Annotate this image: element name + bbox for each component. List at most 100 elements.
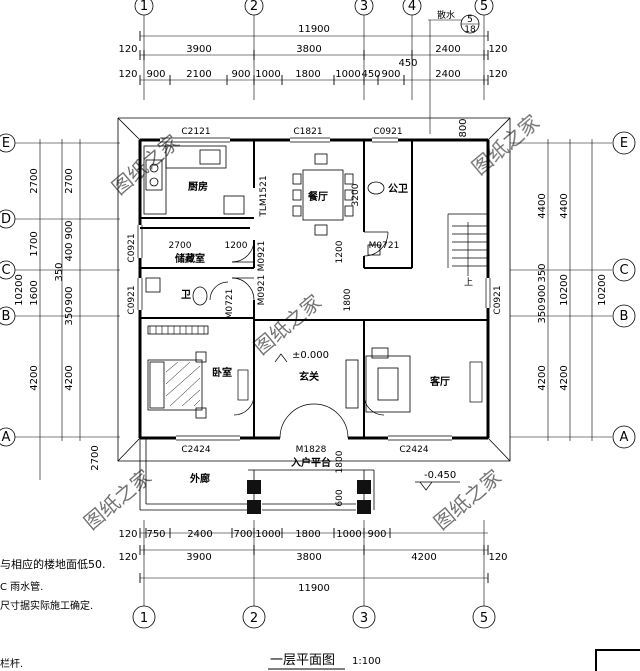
room-foyer: 玄关 xyxy=(299,370,319,383)
axis-label-c-right: C xyxy=(619,263,628,278)
code-window: C1821 xyxy=(293,127,322,137)
room-public-toilet: 公卫 xyxy=(388,183,408,195)
axis-label-5-bottom: 5 xyxy=(480,611,488,626)
code-window: C0921 xyxy=(127,285,137,314)
room-veranda: 外廊 xyxy=(189,472,210,485)
dim-right: 350 xyxy=(537,263,548,282)
axis-label-4-top: 4 xyxy=(408,0,416,14)
dim-misc: 1800 xyxy=(335,450,345,473)
dim-top1: 120 xyxy=(488,44,507,55)
dim-bottom1: 2400 xyxy=(187,529,212,540)
elevation-outdoor: -0.450 xyxy=(424,470,456,481)
dim-left: 1600 xyxy=(29,280,40,305)
axis-label-c-left: C xyxy=(1,263,10,278)
room-entrance-platform: 入户平台 xyxy=(291,456,331,469)
eave-outline xyxy=(117,117,511,462)
axis-label-b-right: B xyxy=(620,309,629,324)
code-door: M0721 xyxy=(225,289,235,320)
room-living: 客厅 xyxy=(429,375,450,388)
dim-top2: 900 xyxy=(146,69,165,80)
dim-bottom1: 120 xyxy=(118,529,137,540)
dim-right: 4400 xyxy=(537,193,548,218)
axis-label-3-top: 3 xyxy=(360,0,368,14)
axis-label-e-left: E xyxy=(2,136,10,151)
axis-label-1-top: 1 xyxy=(140,0,148,14)
dim-top1: 2400 xyxy=(435,44,460,55)
detail-num: 5 xyxy=(467,15,473,25)
dim-bottom1: 1000 xyxy=(336,529,361,540)
note-line: C 雨水管. xyxy=(0,580,43,593)
code-window: C0921 xyxy=(373,127,402,137)
room-kitchen: 厨房 xyxy=(188,180,208,193)
dim-left: 350 xyxy=(64,306,75,325)
drawing-scale: 1:100 xyxy=(352,656,381,667)
dim-top2: 2100 xyxy=(186,69,211,80)
code-door: M0921 xyxy=(257,275,267,306)
dim-bottom2: 4200 xyxy=(411,552,436,563)
elevation-marker xyxy=(274,353,460,491)
note-line: 与相应的楼地面低50. xyxy=(0,557,106,571)
dim-misc: 1800 xyxy=(343,288,353,311)
dim-top2: 1000 xyxy=(255,69,280,80)
watermark: 图纸之家 xyxy=(79,465,156,535)
dim-left: 2700 xyxy=(29,168,40,193)
dim-bottom1: 1000 xyxy=(255,529,280,540)
dim-right: 900 xyxy=(537,284,548,303)
code-window: C2424 xyxy=(181,445,210,455)
dim-top1: 3900 xyxy=(186,44,211,55)
dim-top1: 120 xyxy=(118,44,137,55)
detail-callout: 散水 5 18 xyxy=(428,9,480,134)
code-door: M0921 xyxy=(257,241,267,272)
dim-bottom1: 750 xyxy=(146,529,165,540)
dim-misc: 2700 xyxy=(169,241,192,251)
detail-label: 散水 xyxy=(437,9,455,21)
interior-walls xyxy=(140,140,488,438)
axis-label-2-bottom: 2 xyxy=(250,611,258,626)
dim-left: 900 xyxy=(64,220,75,239)
stair-up-label: 上 xyxy=(464,277,473,288)
dim-misc: 1200 xyxy=(225,241,248,251)
dim-top2: 120 xyxy=(488,69,507,80)
axis-label-2-top: 2 xyxy=(250,0,258,14)
dim-overall-top: 11900 xyxy=(298,24,330,35)
detail-sheet: 18 xyxy=(464,25,476,35)
dim-left: 400 xyxy=(64,242,75,261)
axis-label-e-right: E xyxy=(620,136,628,151)
dim-right-800: 800 xyxy=(458,118,469,137)
dim-overall-bottom: 11900 xyxy=(298,583,330,594)
room-bedroom: 卧室 xyxy=(212,366,232,379)
staircase xyxy=(447,213,488,276)
sofa xyxy=(345,347,411,413)
code-door: TLM1521 xyxy=(259,175,269,217)
axis-label-b-left: B xyxy=(2,309,11,324)
windows xyxy=(137,137,491,441)
code-door: M0721 xyxy=(369,241,400,251)
note-line: 栏杆. xyxy=(0,657,23,670)
dim-bottom2: 3900 xyxy=(186,552,211,563)
dim-right: 4200 xyxy=(559,365,570,390)
dim-top2: 900 xyxy=(231,69,250,80)
room-dining: 餐厅 xyxy=(307,190,328,203)
dim-right: 10200 xyxy=(559,274,570,306)
dim-bottom1: 900 xyxy=(367,529,386,540)
axis-label-d-left: D xyxy=(1,212,11,227)
watermark: 图纸之家 xyxy=(467,110,544,180)
dim-right: 4200 xyxy=(537,365,548,390)
storage-shelves xyxy=(149,326,205,334)
axis-label-a-left: A xyxy=(2,430,11,445)
code-window: C0921 xyxy=(493,285,503,314)
dim-top-450: 450 xyxy=(398,58,417,69)
dim-top1: 3800 xyxy=(296,44,321,55)
dim-misc: 1200 xyxy=(335,240,345,263)
bed-hatch xyxy=(165,361,201,407)
note-line: 尺寸据实际施工确定. xyxy=(0,599,93,612)
dim-bottom1: 1800 xyxy=(295,529,320,540)
axis-label-5-top: 5 xyxy=(480,0,488,14)
dim-left: 2700 xyxy=(90,445,101,470)
dim-top2: 450 xyxy=(361,69,380,80)
dim-misc: 600 xyxy=(335,489,345,506)
axis-label-a-right: A xyxy=(620,430,629,445)
dim-left: 4200 xyxy=(29,365,40,390)
dim-right: 350 xyxy=(537,304,548,323)
